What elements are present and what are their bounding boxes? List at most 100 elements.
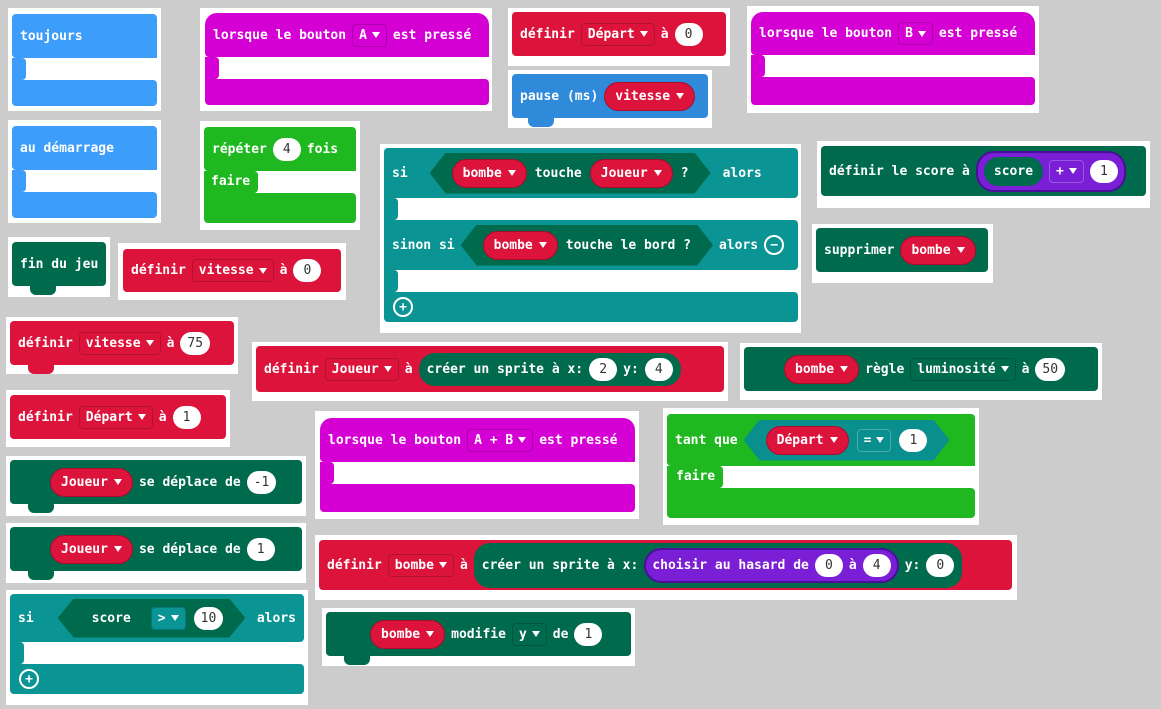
edge-condition[interactable]: bombe touche le bord ? <box>461 225 713 266</box>
set-speed-75-block[interactable]: définir vitesse à 75 <box>10 321 234 365</box>
set-start-1-block[interactable]: définir Départ à 1 <box>10 395 226 439</box>
create-sprite-reporter[interactable]: créer un sprite à x: choisir au hasard d… <box>473 542 963 588</box>
repeat-block[interactable]: répéter 4 fois <box>204 127 356 171</box>
value-input[interactable]: 0 <box>674 22 703 46</box>
pause-block[interactable]: pause (ms) vitesse <box>512 74 708 118</box>
while-block[interactable]: tant que Départ = 1 <box>667 414 975 466</box>
start-var-dropdown[interactable]: Départ <box>78 405 153 429</box>
bomb-var[interactable]: bombe <box>370 619 446 649</box>
if-label: si <box>18 610 34 626</box>
speed-var[interactable]: vitesse <box>604 81 696 111</box>
set-score-block[interactable]: définir le score à score + 1 <box>821 146 1146 196</box>
button-dropdown[interactable]: A + B <box>467 428 534 452</box>
add-icon[interactable]: + <box>19 669 39 689</box>
chevron-down-icon <box>956 247 965 253</box>
random-reporter[interactable]: choisir au hasard de 0 à 4 <box>644 547 899 583</box>
delete-bomb-block[interactable]: supprimer bombe <box>816 228 988 272</box>
chevron-down-icon <box>531 631 540 637</box>
to-label: à <box>404 361 413 377</box>
bomb-var[interactable]: bombe <box>452 159 527 188</box>
add-icon[interactable]: + <box>393 297 413 317</box>
bomb-var-dropdown[interactable]: bombe <box>387 553 454 577</box>
value-input[interactable]: 0 <box>293 259 322 282</box>
score-reporter[interactable]: score <box>80 605 143 632</box>
equals-condition[interactable]: Départ = 1 <box>744 420 950 461</box>
while-foot <box>667 488 975 518</box>
repeat-foot <box>204 193 356 223</box>
value-input[interactable]: 50 <box>1035 357 1066 381</box>
set-start-0-block[interactable]: définir Départ à 0 <box>512 12 726 56</box>
on-start-block[interactable]: au démarrage <box>12 126 157 170</box>
bomb-var[interactable]: bombe <box>483 231 558 260</box>
game-over-block[interactable]: fin du jeu <box>12 242 106 286</box>
on-start-foot <box>12 192 157 218</box>
create-sprite-reporter[interactable]: créer un sprite à x: 2 y: 4 <box>418 352 681 386</box>
game-over-label: fin du jeu <box>20 256 99 272</box>
start-var-dropdown[interactable]: Départ <box>580 22 655 46</box>
value-input[interactable]: 1 <box>574 622 603 646</box>
set-label: définir <box>18 335 73 351</box>
pause-label: pause (ms) <box>520 88 599 104</box>
random-max-input[interactable]: 4 <box>862 553 891 577</box>
value-input[interactable]: 1 <box>172 405 201 429</box>
if-score-block[interactable]: si score > 10 alors <box>10 594 304 642</box>
if-touch-player-block[interactable]: si bombe touche Joueur ? alors <box>384 148 798 198</box>
move-player-minus1-block[interactable]: Joueur se déplace de -1 <box>10 460 302 504</box>
player-var[interactable]: Joueur <box>50 534 133 564</box>
do-label: faire <box>676 469 716 484</box>
speed-var-dropdown[interactable]: vitesse <box>78 331 161 355</box>
value-input[interactable]: 1 <box>1089 159 1118 183</box>
touch-condition[interactable]: bombe touche Joueur ? <box>430 153 711 194</box>
on-button-a-block[interactable]: lorsque le bouton A est pressé <box>205 13 489 57</box>
random-min-input[interactable]: 0 <box>814 553 843 577</box>
y-input[interactable]: 0 <box>926 553 955 577</box>
axis-dropdown[interactable]: y <box>511 622 547 646</box>
set-brightness-block[interactable]: bombe règle luminosité à 50 <box>744 347 1098 391</box>
plus-operator-dropdown[interactable]: + <box>1049 159 1084 183</box>
start-var[interactable]: Départ <box>766 426 849 455</box>
move-player-plus1-block[interactable]: Joueur se déplace de 1 <box>10 527 302 571</box>
equals-dropdown[interactable]: = <box>857 429 892 452</box>
player-var[interactable]: Joueur <box>50 467 133 497</box>
forever-block[interactable]: toujours <box>12 14 157 58</box>
x-input[interactable]: 2 <box>589 357 618 381</box>
bomb-var[interactable]: bombe <box>784 354 860 384</box>
to-label: à <box>158 409 167 425</box>
button-dropdown[interactable]: A <box>352 23 387 47</box>
value-input[interactable]: 10 <box>194 607 224 630</box>
score-reporter[interactable]: score <box>983 156 1044 186</box>
if-arm <box>384 198 398 220</box>
change-y-block[interactable]: bombe modifie y de 1 <box>326 612 631 656</box>
value-input[interactable]: 75 <box>180 331 211 355</box>
brightness-dropdown[interactable]: luminosité <box>910 357 1016 381</box>
value-input[interactable]: 1 <box>246 537 275 561</box>
create-player-block[interactable]: définir Joueur à créer un sprite à x: 2 … <box>256 346 724 392</box>
if-foot <box>10 664 304 694</box>
bomb-var[interactable]: bombe <box>900 235 976 265</box>
on-button-ab-block[interactable]: lorsque le bouton A + B est pressé <box>320 418 635 462</box>
speed-var-dropdown[interactable]: vitesse <box>191 259 274 282</box>
set-speed-0-block[interactable]: définir vitesse à 0 <box>123 249 341 292</box>
value-input[interactable]: 1 <box>899 429 927 452</box>
do-label: faire <box>211 174 251 189</box>
when-button-label: lorsque le bouton <box>759 26 893 41</box>
else-if-block[interactable]: sinon si bombe touche le bord ? alors − <box>384 220 798 270</box>
moves-by-label: se déplace de <box>138 541 241 557</box>
remove-icon[interactable]: − <box>764 235 785 255</box>
repeat-count-input[interactable]: 4 <box>272 137 301 161</box>
button-dropdown[interactable]: B <box>898 22 933 45</box>
to-label: à <box>660 26 669 42</box>
pressed-label: est pressé <box>938 26 1018 41</box>
value-input[interactable]: -1 <box>246 470 277 494</box>
repeat-arm <box>204 171 258 193</box>
operator-dropdown[interactable]: > <box>151 607 186 630</box>
change-label: modifie <box>451 626 506 642</box>
set-label: définir <box>520 26 575 42</box>
player-var[interactable]: Joueur <box>590 159 673 188</box>
y-input[interactable]: 4 <box>644 357 673 381</box>
create-bomb-block[interactable]: définir bombe à créer un sprite à x: cho… <box>319 540 1012 590</box>
compare-condition[interactable]: score > 10 <box>58 599 246 638</box>
player-var-dropdown[interactable]: Joueur <box>324 357 399 381</box>
on-button-b-block[interactable]: lorsque le bouton B est pressé <box>751 12 1035 55</box>
sum-expression[interactable]: score + 1 <box>975 150 1126 192</box>
